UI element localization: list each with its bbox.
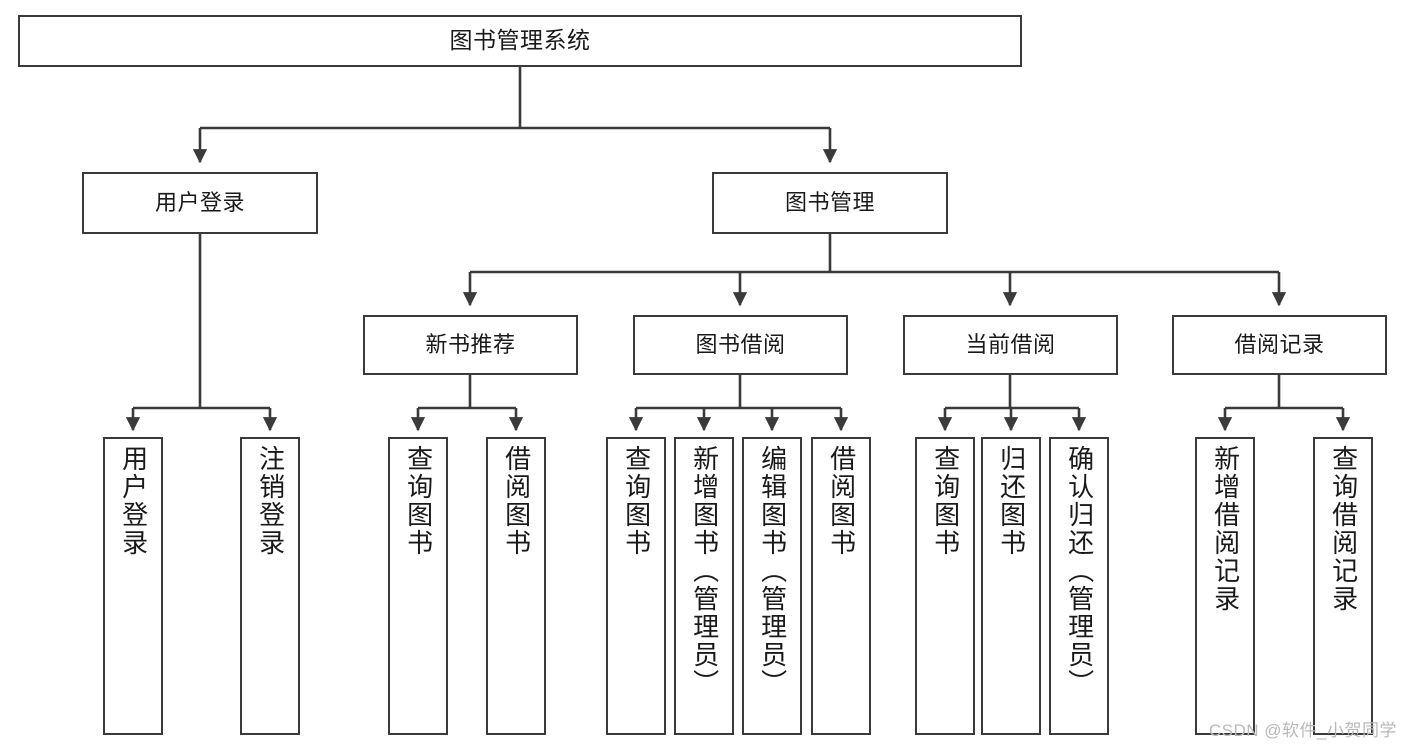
leaf-confirm-return-admin[interactable]: 确认归还（管理员）: [1049, 437, 1109, 735]
node-label: 借阅图书: [826, 445, 857, 557]
node-label: 图书管理系统: [449, 27, 591, 54]
leaf-add-book-admin[interactable]: 新增图书（管理员）: [674, 437, 734, 735]
node-label: 新增图书（管理员）: [689, 445, 720, 697]
node-label: 查询图书: [403, 445, 434, 557]
watermark: CSDN @软件_小贺同学: [1208, 721, 1397, 740]
node-label: 借阅图书: [501, 445, 532, 557]
node-current-borrow[interactable]: 当前借阅: [903, 315, 1118, 375]
node-label: 编辑图书（管理员）: [757, 445, 788, 697]
node-label: 查询图书: [930, 445, 961, 557]
node-label: 注销登录: [255, 445, 286, 557]
node-label: 查询借阅记录: [1328, 445, 1359, 613]
node-label: 归还图书: [996, 445, 1027, 557]
node-label: 新增借阅记录: [1210, 445, 1241, 613]
leaf-query-book-recommend[interactable]: 查询图书: [388, 437, 448, 735]
node-new-book-recommend[interactable]: 新书推荐: [363, 315, 578, 375]
leaf-query-borrow-record[interactable]: 查询借阅记录: [1313, 437, 1373, 735]
node-label: 借阅记录: [1234, 332, 1325, 358]
leaf-borrow-book[interactable]: 借阅图书: [811, 437, 871, 735]
node-label: 查询图书: [621, 445, 652, 557]
leaf-query-book-borrow[interactable]: 查询图书: [606, 437, 666, 735]
leaf-logout[interactable]: 注销登录: [240, 437, 300, 735]
leaf-add-borrow-record[interactable]: 新增借阅记录: [1195, 437, 1255, 735]
leaf-edit-book-admin[interactable]: 编辑图书（管理员）: [742, 437, 802, 735]
node-label: 用户登录: [118, 445, 149, 557]
node-label: 确认归还（管理员）: [1064, 445, 1095, 697]
node-book-borrow[interactable]: 图书借阅: [633, 315, 848, 375]
node-label: 新书推荐: [425, 332, 516, 358]
node-book-management[interactable]: 图书管理: [712, 172, 948, 234]
node-label: 用户登录: [154, 190, 245, 216]
leaf-user-login[interactable]: 用户登录: [103, 437, 163, 735]
node-user-login[interactable]: 用户登录: [82, 172, 318, 234]
leaf-query-book-current[interactable]: 查询图书: [915, 437, 975, 735]
node-label: 图书管理: [784, 190, 875, 216]
node-label: 图书借阅: [695, 332, 786, 358]
leaf-borrow-book-recommend[interactable]: 借阅图书: [486, 437, 546, 735]
node-label: 当前借阅: [965, 332, 1056, 358]
node-root-book-management-system[interactable]: 图书管理系统: [18, 15, 1022, 67]
leaf-return-book[interactable]: 归还图书: [981, 437, 1041, 735]
node-borrow-record[interactable]: 借阅记录: [1172, 315, 1387, 375]
